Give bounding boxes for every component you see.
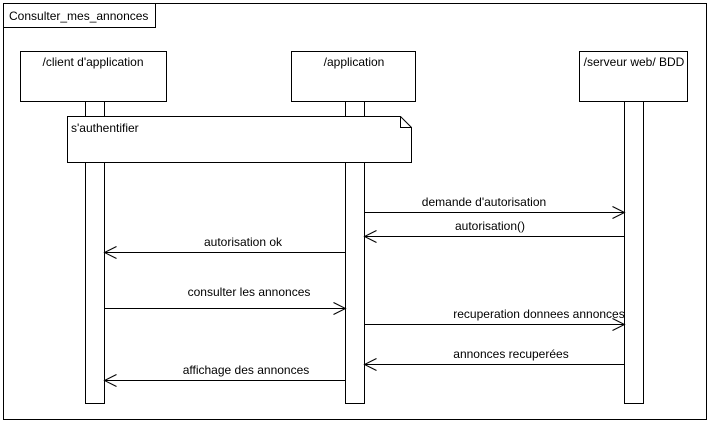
message-recuperation-donnees: recuperation donnees annonces bbox=[364, 307, 626, 331]
lifeline-server: /serveur web/ BDD bbox=[579, 51, 688, 102]
message-autorisation-ok: autorisation ok bbox=[103, 235, 346, 259]
message-label: recuperation donnees annonces bbox=[453, 307, 624, 321]
message-autorisation: autorisation() bbox=[363, 219, 625, 243]
note-fold bbox=[400, 116, 412, 128]
arrowhead-right bbox=[612, 206, 626, 219]
message-demande-autorisation: demande d'autorisation bbox=[364, 195, 626, 219]
lifeline-label-application: /application bbox=[324, 55, 385, 69]
lifeline-head-server bbox=[579, 51, 688, 102]
message-label: annonces recuperées bbox=[453, 347, 568, 361]
lifeline-head-client bbox=[20, 51, 167, 102]
lifeline-label-client: /client d'application bbox=[42, 55, 143, 69]
message-label: autorisation() bbox=[455, 219, 525, 233]
arrowhead-right bbox=[333, 302, 347, 315]
lifeline-client: /client d'application bbox=[20, 51, 167, 102]
frame-title-tab bbox=[3, 3, 156, 28]
lifeline-label-server: /serveur web/ BDD bbox=[584, 55, 685, 69]
message-consulter-annonces: consulter les annonces bbox=[104, 285, 347, 315]
message-label: demande d'autorisation bbox=[422, 195, 546, 209]
message-label: autorisation ok bbox=[204, 235, 283, 249]
arrowhead-left bbox=[363, 358, 377, 371]
note-text: s'authentifier bbox=[71, 121, 139, 135]
arrowhead-left bbox=[103, 246, 117, 259]
lifeline-application: /application bbox=[291, 51, 416, 102]
message-affichage-annonces: affichage des annonces bbox=[103, 363, 346, 387]
arrowhead-right bbox=[612, 318, 626, 331]
note-authentifier: s'authentifier bbox=[67, 116, 412, 163]
activation-bar-server bbox=[624, 101, 644, 404]
message-label: affichage des annonces bbox=[183, 363, 310, 377]
arrowhead-left bbox=[363, 230, 377, 243]
message-label: consulter les annonces bbox=[188, 285, 311, 299]
frame-title: Consulter_mes_annonces bbox=[9, 9, 148, 23]
message-annonces-recuperees: annonces recuperées bbox=[363, 347, 625, 371]
arrowhead-left bbox=[103, 374, 117, 387]
note-shape bbox=[67, 116, 412, 163]
